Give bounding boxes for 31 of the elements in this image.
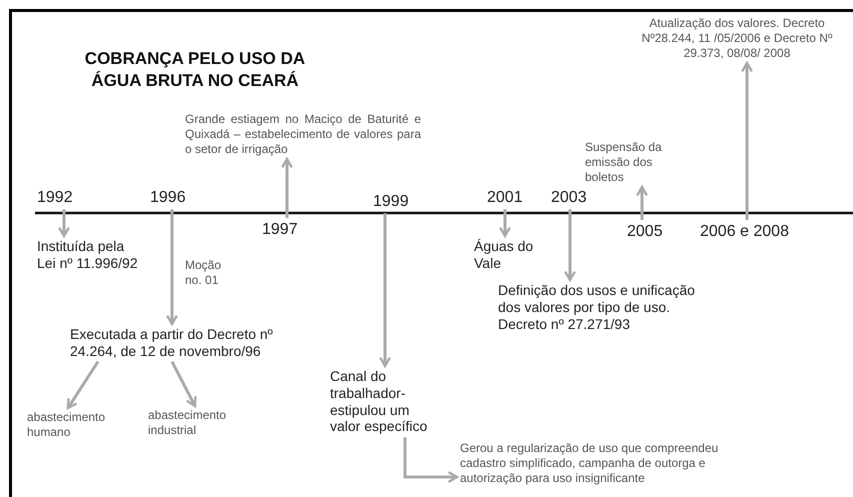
year-label: 1992 (37, 188, 73, 208)
arrow (636, 186, 648, 220)
diagram-title: COBRANÇA PELO USO DA ÁGUA BRUTA NO CEARÁ (84, 48, 306, 92)
arrow (170, 360, 197, 408)
arrow (379, 213, 391, 368)
event-text: Águas do Vale (474, 238, 554, 272)
arrow (564, 209, 576, 282)
event-text: Grande estiagem no Maciço de Baturité e Quixadá – estabelecimento de valores para o setor de irrigação (185, 112, 421, 157)
event-text: Gerou a regularização de uso que compreendeu cadastro simplificado, campanha de outorga e autorização para uso insignificante (460, 441, 720, 486)
arrow (166, 209, 178, 326)
arrow (404, 437, 458, 483)
year-label: 1997 (262, 220, 298, 240)
arrow (499, 209, 511, 238)
event-text: Executada a partir do Decreto nº 24.264, de 12 de novembro/96 (70, 326, 310, 360)
event-text: abastecimento humano (27, 410, 127, 440)
event-text: Definição dos usos e unificação dos valores por tipo de uso. Decreto nº 27.271/93 (498, 282, 713, 332)
year-label: 1996 (150, 188, 186, 208)
year-label: 2001 (487, 188, 523, 208)
arrow (66, 360, 100, 410)
arrow (58, 209, 70, 238)
arrow (741, 62, 753, 220)
event-text: Canal do trabalhador- estipulou um valor específico (330, 368, 435, 436)
year-label: 2005 (627, 222, 663, 242)
event-text: Atualização dos valores. Decreto Nº28.244, 11 /05/2006 e Decreto Nº 29.373, 08/08/ 2008 (623, 16, 851, 61)
year-label: 2006 e 2008 (700, 222, 789, 242)
arrow (281, 158, 293, 218)
event-text: Suspensão da emissão dos boletos (585, 140, 685, 185)
year-label: 1999 (373, 192, 409, 212)
event-text: abastecimento industrial (148, 408, 248, 438)
event-text: Instituída pela Lei nº 11.996/92 (37, 238, 142, 272)
year-label: 2003 (551, 188, 587, 208)
